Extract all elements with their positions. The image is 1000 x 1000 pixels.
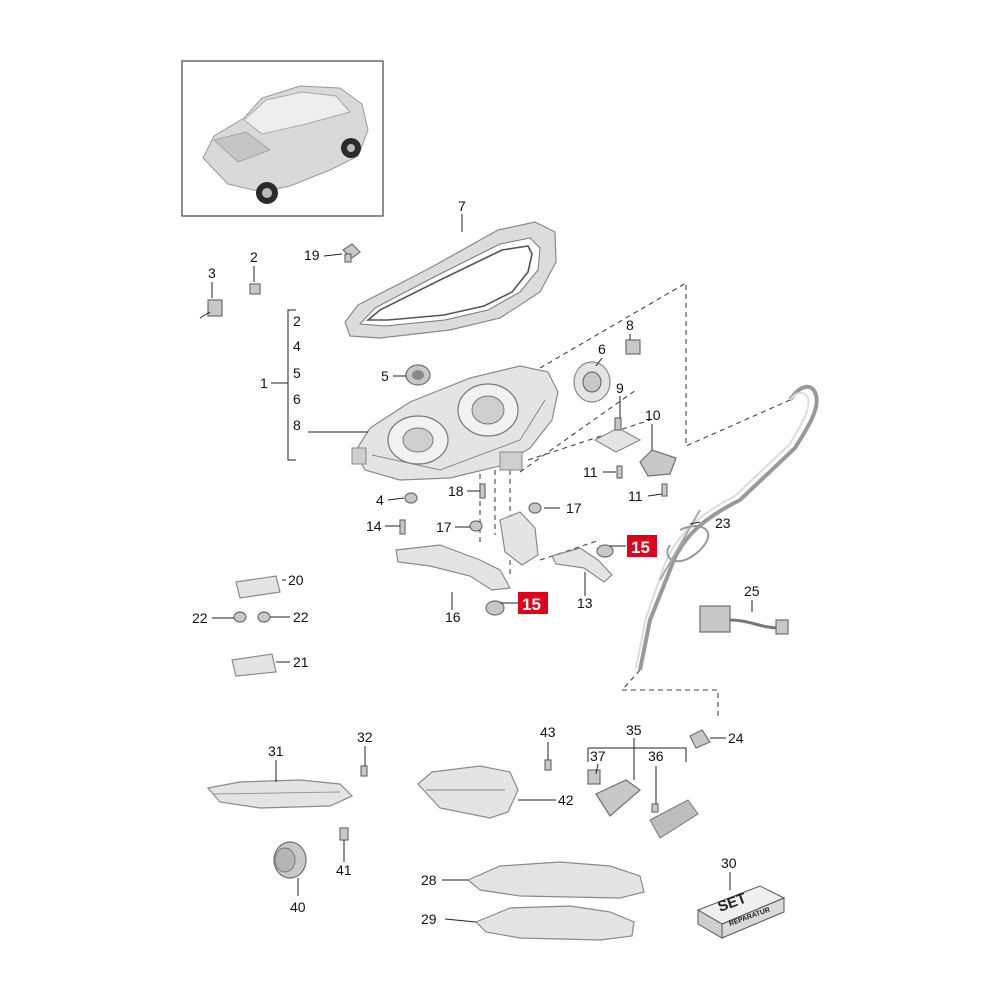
part-10-ballast <box>639 449 677 477</box>
part-35-light-module <box>595 779 641 817</box>
part-41-bulb <box>339 827 349 841</box>
part-37-plug <box>587 769 601 785</box>
part-31-light-strip <box>206 779 354 809</box>
callout-6: 6 <box>598 341 606 357</box>
part-5-cap <box>405 364 431 386</box>
callout-29: 29 <box>421 911 437 927</box>
part-3-bracket <box>199 299 223 319</box>
callout-3: 3 <box>208 265 216 281</box>
callout-15b: 15 <box>522 595 541 614</box>
callout-43: 43 <box>540 724 556 740</box>
part-28-cover <box>466 861 645 899</box>
part-43-screw <box>544 759 552 771</box>
callout-8: 8 <box>626 317 634 333</box>
callout-2: 2 <box>250 249 258 265</box>
part-32-screw <box>360 765 368 777</box>
callout-32: 32 <box>357 729 373 745</box>
callout-36: 36 <box>648 748 664 764</box>
part-40-fog-light <box>273 841 307 879</box>
callout-35: 35 <box>626 722 642 738</box>
callout-2-group: 2 <box>293 313 301 329</box>
part-13-bracket <box>551 547 613 583</box>
callout-24: 24 <box>728 730 744 746</box>
callout-5-group: 5 <box>293 365 301 381</box>
highlight-callout-15a: 15 <box>627 535 657 557</box>
callout-labels: 7 19 2 3 2 4 5 6 8 1 5 6 8 9 10 11 11 4 … <box>192 198 760 927</box>
highlight-callout-15b: 15 <box>518 592 548 614</box>
part-18-screw <box>479 483 486 499</box>
part-36-lens <box>649 799 699 839</box>
part-14-screw <box>399 519 406 535</box>
callout-10: 10 <box>645 407 661 423</box>
part-9-control-unit <box>593 417 642 453</box>
callout-5: 5 <box>381 368 389 384</box>
callout-8-group: 8 <box>293 417 301 433</box>
callout-6-group: 6 <box>293 391 301 407</box>
callout-22a: 22 <box>192 610 208 626</box>
callout-37: 37 <box>590 748 606 764</box>
callout-4-group: 4 <box>293 338 301 354</box>
part-20-control-module <box>235 575 281 599</box>
part-22-nuts <box>233 611 271 623</box>
leader-lines <box>211 214 753 923</box>
callout-19: 19 <box>304 247 320 263</box>
callout-30: 30 <box>721 855 737 871</box>
callout-9: 9 <box>616 380 624 396</box>
part-42-turn-signal-housing <box>417 765 519 819</box>
part-16-bracket <box>395 511 539 591</box>
part-4-grommet <box>404 492 418 504</box>
part-25-connector <box>699 605 789 635</box>
callout-22b: 22 <box>293 609 309 625</box>
callout-15a: 15 <box>631 538 650 557</box>
callout-25: 25 <box>744 583 760 599</box>
part-2-clip <box>249 283 261 295</box>
car-illustration <box>202 85 369 204</box>
callout-21: 21 <box>293 654 309 670</box>
part-8-connector <box>625 339 641 355</box>
part-24-clip <box>689 729 711 749</box>
callout-40: 40 <box>290 899 306 915</box>
callout-18: 18 <box>448 483 464 499</box>
part-17-nuts <box>469 502 542 532</box>
vehicle-thumbnail <box>181 60 384 217</box>
part-29-cover <box>474 905 635 941</box>
callout-16: 16 <box>445 609 461 625</box>
callout-13: 13 <box>577 595 593 611</box>
part-23-wiring-harness <box>635 384 819 671</box>
part-11-screws <box>616 465 668 497</box>
callout-17a: 17 <box>436 519 452 535</box>
callout-23: 23 <box>715 515 731 531</box>
group-1-bracket <box>271 309 368 461</box>
callout-20: 20 <box>288 572 304 588</box>
part-15-grommets <box>485 544 614 616</box>
assembly-lines <box>479 282 791 720</box>
part-30-repair-set-box: SET REPARATUR <box>696 885 786 939</box>
part-7-bezel-seal <box>344 221 557 339</box>
callout-4: 4 <box>376 492 384 508</box>
part-21-base <box>231 653 277 677</box>
callout-14: 14 <box>366 518 382 534</box>
callout-11b: 11 <box>628 488 643 504</box>
callout-17b: 17 <box>566 500 582 516</box>
callout-31: 31 <box>268 743 284 759</box>
callout-1: 1 <box>260 375 268 391</box>
part-6-cover <box>573 361 611 403</box>
callout-11a: 11 <box>583 464 598 480</box>
part-1-headlight-assembly <box>351 365 559 481</box>
callout-42: 42 <box>558 792 574 808</box>
callout-28: 28 <box>421 872 437 888</box>
part-19-screw <box>342 243 361 263</box>
callout-41: 41 <box>336 862 352 878</box>
callout-7: 7 <box>458 198 466 214</box>
